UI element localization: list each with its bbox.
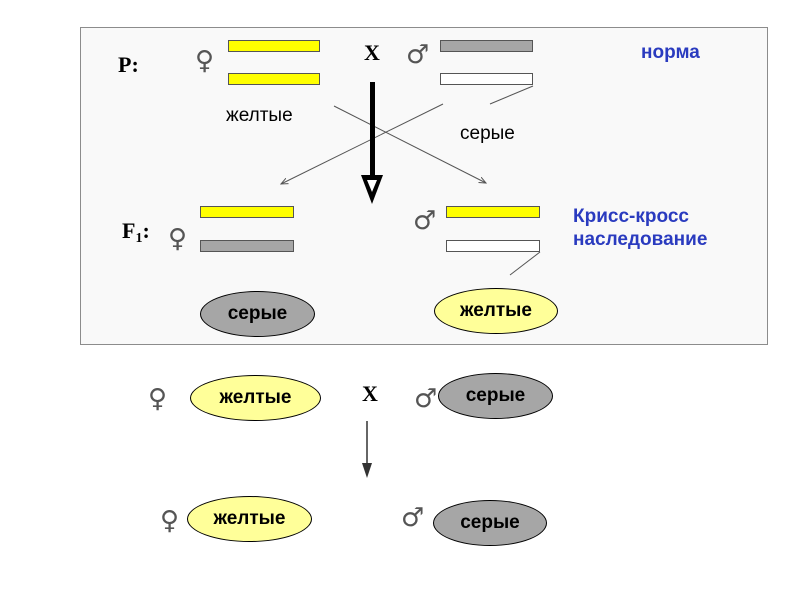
parent-male-phenotype: серые xyxy=(460,123,515,144)
f1-label-subscript: 1 xyxy=(135,231,143,246)
f1-label-colon: : xyxy=(142,218,150,243)
offspring-female-phenotype-oval: желтые xyxy=(187,496,312,542)
f1-female-phenotype-oval: серые xyxy=(200,291,315,337)
parent-male-chromosome-y xyxy=(440,73,533,85)
cross-symbol-top: X xyxy=(364,40,380,65)
f1-male-symbol-icon: ♂ xyxy=(413,206,437,236)
p-generation-label: P: xyxy=(118,52,139,77)
f1-female-chromosome-1 xyxy=(200,206,294,218)
parent-female-phenotype: желтые xyxy=(226,105,293,126)
cross2-male-symbol-icon: ♂ xyxy=(414,384,438,414)
criss-cross-line-2: наследование xyxy=(573,228,708,250)
offspring-female-symbol-icon: ♀ xyxy=(160,506,180,536)
cross2-male-phenotype-oval: серые xyxy=(438,373,553,419)
cross-symbol-bottom: X xyxy=(362,381,378,406)
cross2-female-symbol-icon: ♀ xyxy=(148,384,168,414)
f1-label-main: F xyxy=(122,218,136,243)
norm-label: норма xyxy=(641,42,700,63)
offspring-male-symbol-icon: ♂ xyxy=(401,503,425,533)
diagram-frame xyxy=(80,27,768,345)
lower-arrow-head xyxy=(362,463,372,478)
f1-male-chromosome-x xyxy=(446,206,540,218)
parent-female-chromosome-2 xyxy=(228,73,320,85)
criss-cross-label: Крисс-кросс наследование xyxy=(573,206,707,252)
f1-female-chromosome-2 xyxy=(200,240,294,252)
cross2-female-phenotype-oval: желтые xyxy=(190,375,321,421)
f1-male-phenotype-oval: желтые xyxy=(434,288,558,334)
f1-female-symbol-icon: ♀ xyxy=(168,224,188,254)
parent-female-chromosome-1 xyxy=(228,40,320,52)
male-symbol-icon: ♂ xyxy=(406,40,430,70)
criss-cross-line-1: Крисс-кросс xyxy=(573,206,689,227)
f1-male-chromosome-y xyxy=(446,240,540,252)
female-symbol-icon: ♀ xyxy=(195,46,215,76)
parent-male-chromosome-x xyxy=(440,40,533,52)
f1-generation-label: F1: xyxy=(122,220,150,246)
offspring-male-phenotype-oval: серые xyxy=(433,500,547,546)
